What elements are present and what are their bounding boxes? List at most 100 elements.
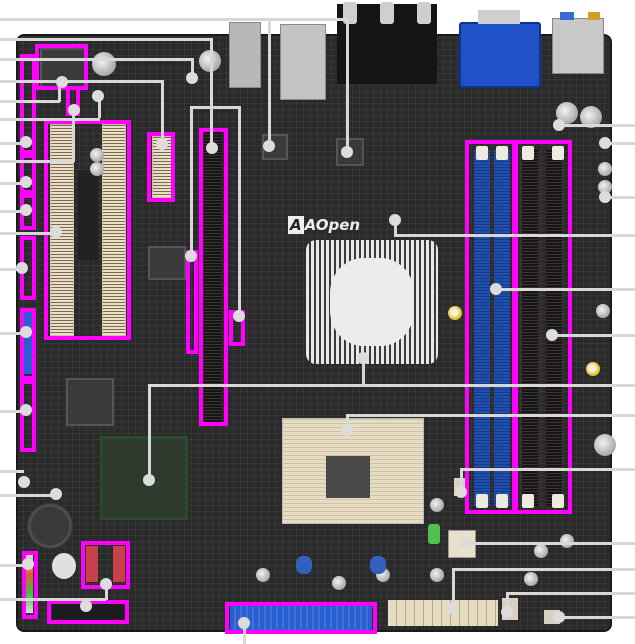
callout-line-left — [0, 160, 74, 163]
callout-line-right — [394, 220, 397, 236]
callout-dot[interactable] — [185, 250, 197, 262]
port-blue-tab — [560, 12, 574, 20]
callout-line-right — [506, 592, 509, 610]
callout-line-right — [460, 468, 635, 471]
bios-chip-highlight — [35, 44, 88, 90]
callout-dot[interactable] — [553, 611, 565, 623]
callout-dot[interactable] — [553, 119, 565, 131]
dimm-latch[interactable] — [496, 146, 508, 160]
callout-dot[interactable] — [100, 578, 112, 590]
callout-line-right — [604, 142, 635, 145]
callout-dot[interactable] — [20, 326, 32, 338]
inductor-blue-1 — [296, 556, 312, 574]
callout-line-vertical — [191, 58, 194, 80]
callout-line-left — [0, 142, 26, 145]
capacitor-yellow — [448, 306, 462, 320]
callout-dot[interactable] — [20, 136, 32, 148]
pci-slots-highlight — [44, 120, 131, 340]
callout-dot[interactable] — [68, 104, 80, 116]
callout-dot[interactable] — [156, 138, 168, 150]
sata-connector-1 — [86, 546, 98, 582]
callout-line-top-horizontal — [268, 18, 348, 21]
callout-line-right — [604, 196, 635, 199]
callout-dot[interactable] — [206, 142, 218, 154]
callout-line-left — [0, 232, 56, 235]
capacitor — [596, 304, 610, 318]
dimm-latch[interactable] — [476, 494, 488, 508]
callout-line-top — [268, 18, 271, 146]
callout-dot[interactable] — [143, 474, 155, 486]
callout-line-right — [466, 542, 635, 545]
callout-dot[interactable] — [341, 146, 353, 158]
callout-dot[interactable] — [20, 404, 32, 416]
callout-dot[interactable] — [501, 606, 513, 618]
ps2-usb-ports — [229, 22, 261, 88]
callout-line-left — [0, 210, 26, 213]
callout-dot[interactable] — [92, 90, 104, 102]
callout-dot[interactable] — [599, 137, 611, 149]
callout-dot[interactable] — [357, 352, 369, 364]
callout-dot[interactable] — [447, 602, 459, 614]
callout-dot[interactable] — [490, 283, 502, 295]
callout-line-vertical — [58, 86, 61, 102]
callout-line-right — [394, 234, 635, 237]
callout-dot[interactable] — [341, 424, 353, 436]
callout-line-left — [0, 332, 26, 335]
dimm-latch[interactable] — [552, 494, 564, 508]
callout-dot[interactable] — [80, 600, 92, 612]
callout-dot[interactable] — [546, 329, 558, 341]
callout-line-vertical — [210, 38, 213, 150]
callout-dot[interactable] — [50, 488, 62, 500]
logo-text: AOpen — [304, 216, 361, 234]
pci-slot-logos — [78, 170, 98, 260]
dimm-latch[interactable] — [552, 146, 564, 160]
callout-dot[interactable] — [455, 486, 467, 498]
callout-dot[interactable] — [238, 617, 250, 629]
callout-dot[interactable] — [50, 226, 62, 238]
firewire-chip — [148, 246, 186, 280]
ddr2-dimm-2b — [546, 150, 562, 506]
callout-line-vertical — [72, 110, 75, 162]
callout-line-left — [0, 58, 193, 61]
callout-dot[interactable] — [389, 214, 401, 226]
callout-dot[interactable] — [263, 140, 275, 152]
callout-line-left — [0, 470, 24, 473]
ddr2-dimm-1b — [494, 150, 510, 506]
callout-dot[interactable] — [18, 476, 30, 488]
dimm-latch[interactable] — [496, 494, 508, 508]
vga-port-bracket — [478, 10, 520, 24]
dimm-latch[interactable] — [476, 146, 488, 160]
capacitor — [90, 162, 104, 176]
callout-line-left — [0, 80, 163, 83]
dimm-latch[interactable] — [522, 494, 534, 508]
callout-dot[interactable] — [233, 310, 245, 322]
port-yellow-tab — [588, 12, 600, 20]
callout-line-left — [0, 494, 56, 497]
front-panel-led-header — [25, 555, 33, 613]
callout-line-vertical — [161, 80, 164, 142]
callout-dot[interactable] — [16, 262, 28, 274]
capacitor — [594, 434, 616, 456]
callout-dot[interactable] — [22, 558, 34, 570]
callout-dot[interactable] — [186, 72, 198, 84]
pin-header-left-of-x16-highlight — [186, 250, 198, 354]
callout-line-vertical — [98, 96, 101, 118]
callout-dot[interactable] — [56, 76, 68, 88]
callout-line-vertical — [105, 584, 108, 600]
callout-dot[interactable] — [599, 191, 611, 203]
callout-dot[interactable] — [460, 537, 472, 549]
lan-chip — [336, 138, 364, 166]
front-panel-connector-highlight — [22, 551, 38, 619]
callout-line-left — [0, 38, 212, 41]
callout-dot[interactable] — [20, 204, 32, 216]
inductor-blue-2 — [370, 556, 386, 574]
callout-line-right — [460, 468, 463, 492]
callout-dot[interactable] — [20, 176, 32, 188]
callout-line-mid — [362, 360, 365, 386]
front-panel-header-left-highlight — [20, 54, 36, 154]
serial-port-block — [552, 18, 604, 74]
com-header-blue — [24, 312, 34, 374]
capacitor — [560, 534, 574, 548]
callout-line-right — [558, 124, 635, 127]
dimm-latch[interactable] — [522, 146, 534, 160]
